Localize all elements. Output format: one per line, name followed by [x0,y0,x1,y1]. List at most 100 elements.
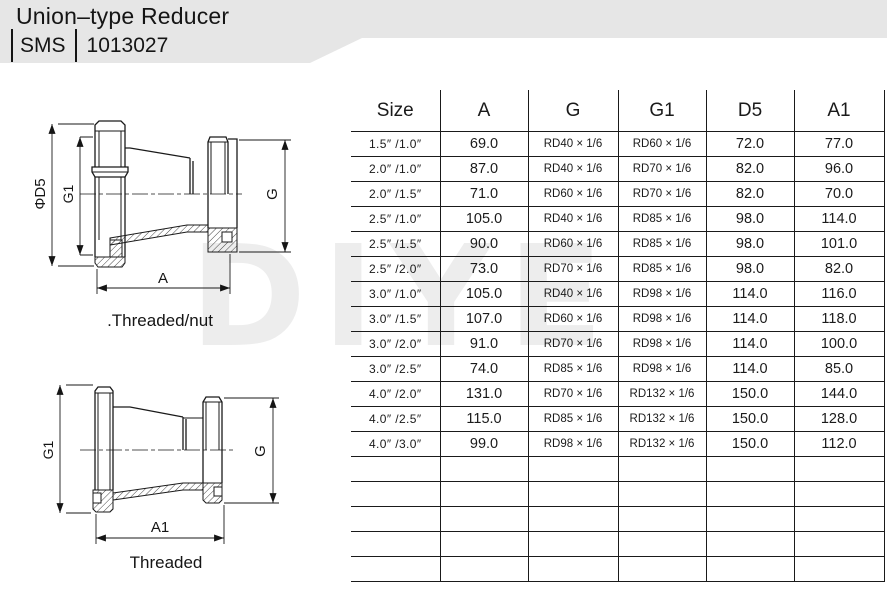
table-cell: 114.0 [706,356,795,382]
table-cell [706,456,795,482]
table-cell: 116.0 [794,281,885,307]
table-cell [440,506,529,532]
table-cell [618,531,707,557]
table-cell: RD40 × 1/6 [528,206,619,232]
gasket-groove [213,486,223,497]
table-cell: 69.0 [440,131,529,157]
table-cell: RD60 × 1/6 [528,306,619,332]
table-cell: 114.0 [706,281,795,307]
dimension-lines [56,384,279,544]
table-cell: 98.0 [706,231,795,257]
table-cell: 82.0 [706,181,795,207]
table-cell: RD98 × 1/6 [528,431,619,457]
standard-row: SMS 1013027 [11,29,168,62]
page-title: Union–type Reducer [16,3,230,29]
dim-label-g: G [264,188,281,200]
section-hatching [94,224,238,268]
gasket-groove [221,231,233,243]
table-row [351,506,885,532]
table-cell: 90.0 [440,231,529,257]
table-cell [351,506,441,532]
table-cell: 4.0″ /2.5″ [351,406,441,432]
table-cell: 114.0 [706,306,795,332]
dimension-lines [48,123,291,294]
table-cell: RD70 × 1/6 [528,381,619,407]
table-cell [794,456,885,482]
table-cell: 112.0 [794,431,885,457]
col-header-size: Size [351,90,441,132]
table-cell: 98.0 [706,256,795,282]
table-cell: 2.0″ /1.5″ [351,181,441,207]
table-cell: 82.0 [794,256,885,282]
table-cell [706,506,795,532]
table-cell: 114.0 [706,331,795,357]
table-cell: 82.0 [706,156,795,182]
gasket-groove [92,492,102,504]
table-cell: 1.5″ /1.0″ [351,131,441,157]
table-cell: RD85 × 1/6 [528,356,619,382]
table-cell [528,456,619,482]
table-cell: 71.0 [440,181,529,207]
table-cell: RD98 × 1/6 [618,306,707,332]
table-cell: 73.0 [440,256,529,282]
reducer-body-outline [91,120,238,257]
table-cell: RD40 × 1/6 [528,281,619,307]
table-row [351,556,885,582]
table-cell: 107.0 [440,306,529,332]
table-cell [618,556,707,582]
standard-name: SMS [20,33,66,57]
table-row [351,456,885,482]
table-cell: 2.5″ /2.0″ [351,256,441,282]
dim-label-a1: A1 [151,519,169,536]
table-cell: 96.0 [794,156,885,182]
table-cell [618,456,707,482]
table-cell: 3.0″ /2.0″ [351,331,441,357]
table-cell: RD70 × 1/6 [528,256,619,282]
table-cell: RD70 × 1/6 [618,181,707,207]
table-cell: 85.0 [794,356,885,382]
table-cell: 101.0 [794,231,885,257]
dim-label-a: A [158,270,168,287]
table-cell [528,556,619,582]
table-cell: RD85 × 1/6 [528,406,619,432]
table-cell: RD132 × 1/6 [618,431,707,457]
table-cell: RD98 × 1/6 [618,356,707,382]
table-cell: 99.0 [440,431,529,457]
table-cell: 115.0 [440,406,529,432]
table-cell [618,481,707,507]
table-cell: 3.0″ /1.0″ [351,281,441,307]
table-cell [618,506,707,532]
drawing-caption-threaded-nut: .Threaded/nut [107,311,213,330]
col-header-g: G [528,90,619,132]
table-cell: 144.0 [794,381,885,407]
dim-label-g1: G1 [60,184,76,203]
col-header-a1: A1 [794,90,885,132]
table-cell: 105.0 [440,281,529,307]
table-cell: RD40 × 1/6 [528,131,619,157]
table-cell [351,531,441,557]
table-cell: 114.0 [794,206,885,232]
table-cell [794,531,885,557]
table-cell [528,506,619,532]
table-cell [706,481,795,507]
table-cell [351,481,441,507]
table-cell [528,531,619,557]
table-cell: RD70 × 1/6 [528,331,619,357]
table-cell: RD85 × 1/6 [618,206,707,232]
dim-label-d5: ΦD5 [32,178,49,209]
dim-label-g1: G1 [40,440,56,459]
table-row [351,531,885,557]
dim-label-g: G [252,445,269,457]
threaded-drawing: G1 G A1 [40,384,279,544]
table-cell: 91.0 [440,331,529,357]
table-cell: 87.0 [440,156,529,182]
table-cell [440,556,529,582]
table-cell: RD98 × 1/6 [618,281,707,307]
